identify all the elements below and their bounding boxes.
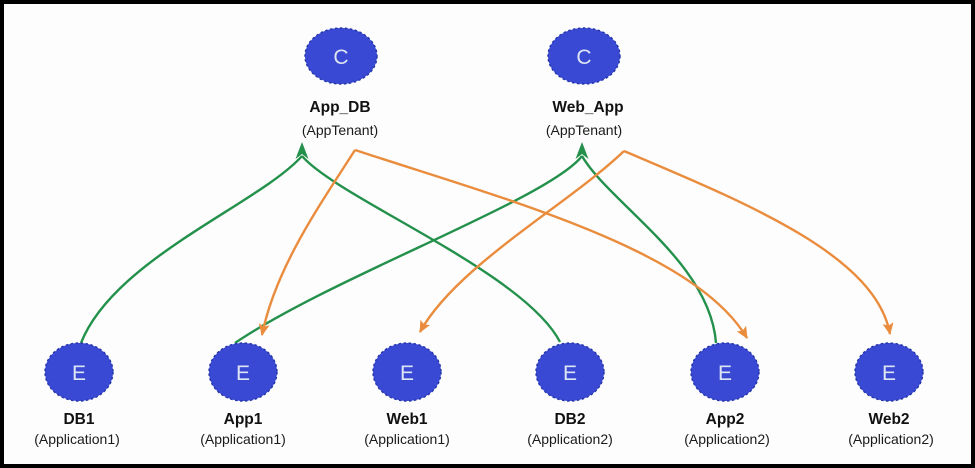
- node-db1-shape[interactable]: [44, 342, 114, 402]
- edge-app1-to-web-app: [234, 155, 583, 344]
- node-app1-label: App1: [224, 411, 263, 428]
- node-web1-shape[interactable]: [372, 342, 442, 402]
- node-app-db-shape[interactable]: [304, 27, 378, 85]
- container-icon: C: [576, 46, 591, 69]
- node-web-app-label: Web_App: [552, 99, 623, 116]
- diagram-canvas: C App_DB (AppTenant) C Web_App (AppTenan…: [34, 27, 934, 447]
- node-web2-sublabel: (Application2): [848, 431, 934, 447]
- green-arrowhead-web-app: [575, 142, 589, 159]
- edge-app-db-to-app1: [258, 149, 357, 336]
- element-icon: E: [882, 362, 896, 385]
- node-web-app-shape[interactable]: [547, 27, 621, 85]
- element-icon: E: [718, 362, 732, 385]
- node-web2-shape[interactable]: [854, 342, 924, 402]
- element-icon: E: [236, 362, 250, 385]
- node-app1-shape[interactable]: [208, 342, 278, 402]
- node-db2-shape[interactable]: [535, 342, 605, 402]
- node-web1[interactable]: E: [372, 342, 442, 402]
- node-db2[interactable]: E: [535, 342, 605, 402]
- element-icon: E: [563, 362, 577, 385]
- edge-web-app-to-web1: [418, 150, 625, 333]
- green-arrowhead-app-db: [295, 142, 309, 159]
- node-db2-sublabel: (Application2): [527, 431, 613, 447]
- node-app2[interactable]: E: [690, 342, 760, 402]
- element-icon: E: [400, 362, 414, 385]
- node-app1[interactable]: E: [208, 342, 278, 402]
- node-web2[interactable]: E: [854, 342, 924, 402]
- node-db1[interactable]: E: [44, 342, 114, 402]
- node-app-db-sublabel: (AppTenant): [302, 122, 378, 138]
- node-app2-sublabel: (Application2): [684, 431, 770, 447]
- container-icon: C: [333, 46, 348, 69]
- node-app2-label: App2: [706, 411, 745, 428]
- node-app-db-label: App_DB: [309, 99, 370, 116]
- edges-orange: [258, 148, 894, 339]
- node-db2-label: DB2: [554, 411, 585, 428]
- edge-app-db-to-app2: [354, 148, 749, 339]
- node-app1-sublabel: (Application1): [200, 431, 286, 447]
- node-web2-label: Web2: [868, 411, 909, 428]
- node-app2-shape[interactable]: [690, 342, 760, 402]
- node-web1-sublabel: (Application1): [364, 431, 450, 447]
- edge-db1-to-app-db: [79, 155, 303, 344]
- node-db1-label: DB1: [63, 411, 94, 428]
- node-web1-label: Web1: [386, 411, 427, 428]
- element-icon: E: [72, 362, 86, 385]
- node-app-db[interactable]: C: [304, 27, 378, 85]
- edge-web-app-to-web2: [623, 149, 894, 335]
- edge-db2-to-app-db: [301, 155, 562, 343]
- node-db1-sublabel: (Application1): [34, 431, 120, 447]
- node-web-app-sublabel: (AppTenant): [546, 122, 622, 138]
- edge-app2-to-web-app: [580, 155, 718, 344]
- node-web-app[interactable]: C: [547, 27, 621, 85]
